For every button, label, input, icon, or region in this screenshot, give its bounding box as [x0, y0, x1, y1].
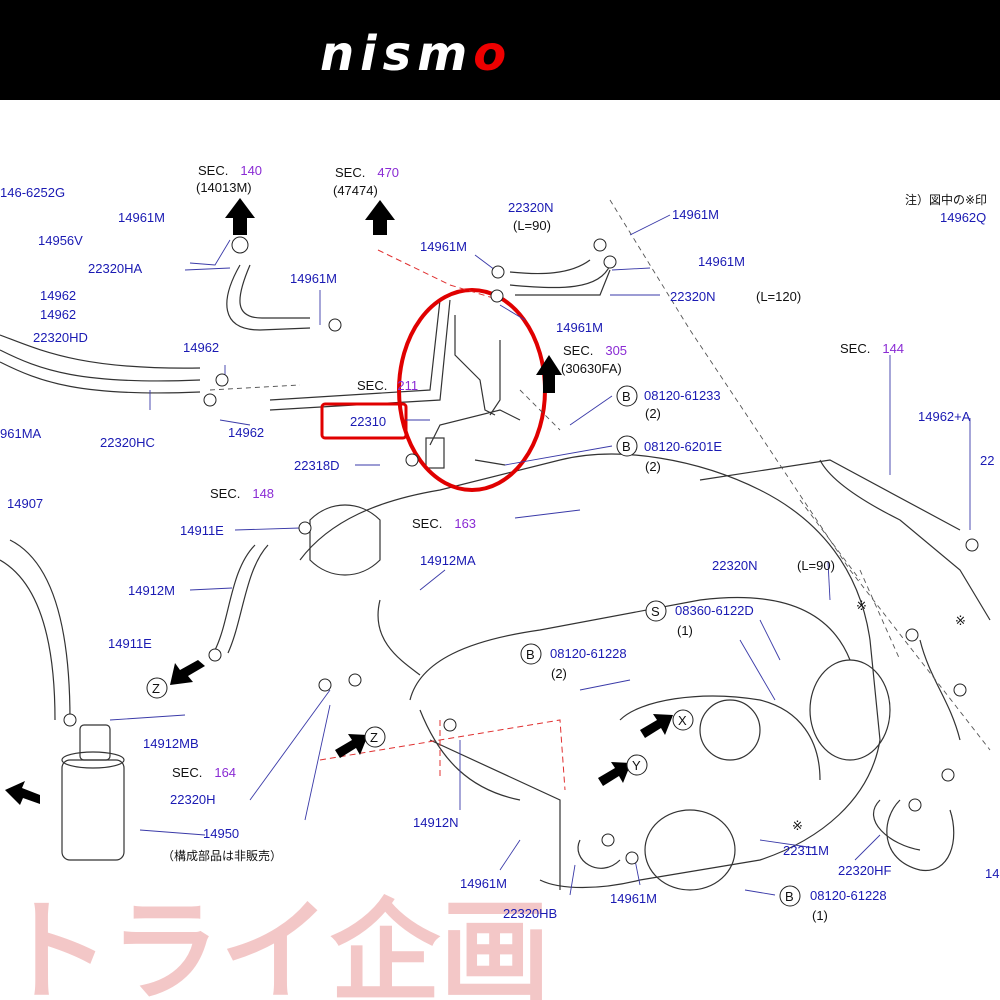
sec-140-sub: (14013M) [196, 180, 252, 195]
tube-22310 [425, 315, 521, 469]
part-label: 14962 [183, 340, 219, 355]
part-label-highlighted: 22310 [350, 414, 386, 429]
part-label: 14961M [420, 239, 467, 254]
jp-not-sold-note: （構成部品は非販売） [162, 848, 282, 863]
part-label: 14912N [413, 815, 459, 830]
marker-b3: B [526, 647, 535, 662]
guide-lines [209, 199, 991, 791]
marker-x: X [678, 713, 687, 728]
section-references: SEC.140 (14013M) SEC.470 (47474) SEC.305… [172, 163, 904, 780]
part-label: 22320HD [33, 330, 88, 345]
part-labels: 146-6252G 14961M 14956V 22320HA 14961M 1… [0, 185, 999, 923]
watermark: トライ企画 [0, 888, 550, 1000]
sec-140: SEC.140 [198, 163, 262, 178]
part-qty: (2) [645, 459, 661, 474]
marker-b4: B [785, 889, 794, 904]
header-banner: nismo [0, 0, 1000, 100]
part-label: 14961M [672, 207, 719, 222]
part-label: 14961M [460, 876, 507, 891]
part-label: 14961M [290, 271, 337, 286]
part-label: 22320N [670, 289, 716, 304]
canister [61, 724, 125, 861]
clamps [63, 236, 979, 865]
part-label: 14961M [118, 210, 165, 225]
part-label: 14911E [108, 636, 152, 651]
part-label: 08120-6201E [644, 439, 722, 454]
marker-b1: B [622, 389, 631, 404]
part-label: 08360-6122D [675, 603, 754, 618]
sec-470-sub: (47474) [333, 183, 378, 198]
part-qty: (L=120) [756, 289, 801, 304]
direction-arrows [5, 198, 673, 805]
logo-accent: o [473, 26, 513, 82]
part-label: 14962 [40, 307, 76, 322]
sec-305: SEC.305 [563, 343, 627, 358]
marker-y: Y [632, 758, 641, 773]
marker-z2: Z [370, 730, 378, 745]
part-label: 08120-61233 [644, 388, 721, 403]
logo-main: nism [320, 26, 474, 82]
sec-163: SEC.163 [412, 516, 476, 531]
marker-b2: B [622, 439, 631, 454]
part-label: 22320N [712, 558, 758, 573]
part-label: 14962 [228, 425, 264, 440]
sec-164: SEC.164 [172, 765, 236, 780]
part-label: 22320HB [503, 906, 557, 921]
marker-z1: Z [152, 681, 160, 696]
part-label: 22320H [170, 792, 216, 807]
part-label: 14907 [7, 496, 43, 511]
part-label: 22320HC [100, 435, 155, 450]
marker-s: S [651, 604, 660, 619]
part-label: 14962Q [940, 210, 986, 225]
part-label: 14 [985, 866, 999, 881]
engine-outline [299, 453, 991, 891]
part-qty: (1) [677, 623, 693, 638]
part-label: 22311M [783, 843, 829, 858]
part-qty: (1) [812, 908, 828, 923]
part-label: 14912M [128, 583, 175, 598]
part-label: 14961M [698, 254, 745, 269]
part-label: 22 [980, 453, 994, 468]
part-label: 08120-61228 [810, 888, 887, 903]
sec-148: SEC.148 [210, 486, 274, 501]
part-label: 14956V [38, 233, 83, 248]
part-qty: (L=90) [797, 558, 835, 573]
sec-211: SEC.211 [357, 378, 418, 393]
jp-note: 注）図中の※印 [905, 192, 987, 207]
part-label: 22318D [294, 458, 340, 473]
part-label: 08120-61228 [550, 646, 627, 661]
part-label: 22320N [508, 200, 554, 215]
star-mark-2: ※ [955, 613, 966, 628]
part-label: 14912MA [420, 553, 476, 568]
part-qty: (2) [551, 666, 567, 681]
marker-circles: B B S B B Z Z X Y ※ ※ ※ [146, 385, 966, 907]
part-label: 961MA [0, 426, 42, 441]
part-label: 22320HA [88, 261, 143, 276]
star-mark-3: ※ [792, 818, 803, 833]
parts-diagram: トライ企画 [0, 163, 999, 1000]
part-qty: (2) [645, 406, 661, 421]
part-label: 14950 [203, 826, 239, 841]
hoses [0, 259, 961, 869]
sec-305-sub: (30630FA) [561, 361, 622, 376]
leader-lines [109, 214, 971, 896]
part-qty: (L=90) [513, 218, 551, 233]
part-label: 146-6252G [0, 185, 65, 200]
star-mark-1: ※ [856, 598, 867, 613]
part-label: 14912MB [143, 736, 199, 751]
part-label: 14961M [556, 320, 603, 335]
sec-144: SEC.144 [840, 341, 904, 356]
part-label: 14911E [180, 523, 224, 538]
nismo-logo: nismo [320, 30, 512, 78]
part-label: 14962+A [918, 409, 971, 424]
sec-470: SEC.470 [335, 165, 399, 180]
highlight-box [320, 402, 408, 440]
part-label: 14961M [610, 891, 657, 906]
part-label: 22320HF [838, 863, 892, 878]
part-label: 14962 [40, 288, 76, 303]
